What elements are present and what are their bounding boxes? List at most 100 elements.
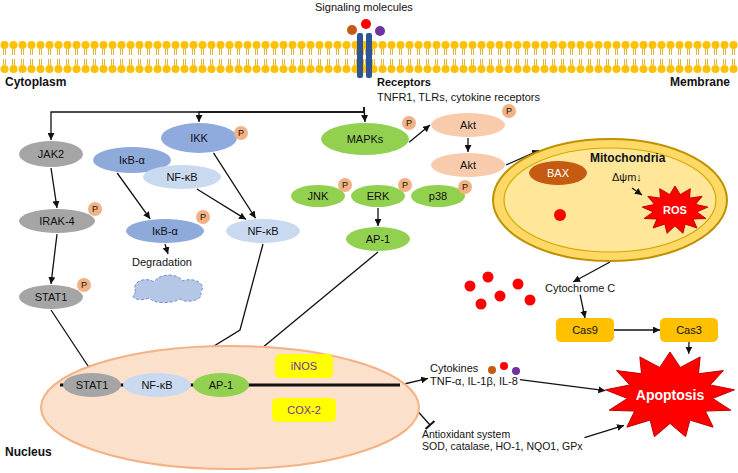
mitochondrion: MitochondriaBAXROS (492, 138, 728, 262)
ellipse-fill (193, 373, 249, 397)
cytochrome-dot (495, 291, 506, 302)
node-label: ROS (663, 204, 687, 217)
cloud-fill (133, 275, 202, 303)
protein-ellipse: Akt (430, 112, 506, 138)
node-label: Cas3 (676, 324, 702, 337)
node-label: TNFR1, TLRs, cytokine receptors (377, 91, 540, 104)
signal-molecule (375, 26, 385, 36)
phospho-callout: P (502, 104, 516, 118)
text-node: Antioxidant systemSOD, catalase, HO-1, N… (422, 428, 582, 452)
ellipse-fill (431, 113, 505, 137)
node-label: STAT1 (35, 291, 68, 304)
pathway-arrow (688, 342, 690, 354)
cytochrome-dot (476, 299, 487, 310)
ellipse-fill (351, 185, 405, 207)
pathway-arrow (377, 208, 378, 226)
receptor-bar (357, 33, 363, 78)
burst-star: ROS (642, 186, 708, 234)
cytochrome-dot (513, 279, 524, 290)
pathway-arrow (213, 153, 255, 218)
cytochrome-dot (483, 272, 494, 283)
inner-membrane (504, 148, 716, 252)
node-label: SOD, catalase, HO-1, NQO1, GPx (422, 440, 582, 452)
ellipse-fill (123, 373, 191, 397)
free-label: Cytoplasm (5, 76, 66, 90)
receptor: ReceptorsTNFR1, TLRs, cytokine receptors (355, 33, 565, 107)
protein-ellipse: AP-1 (192, 372, 250, 398)
phospho-callout: P (88, 202, 102, 216)
phospho-callout: P (458, 180, 472, 194)
cytochrome-dot (465, 281, 476, 292)
free-label: Signaling molecules (315, 1, 413, 14)
node-label: JAK2 (38, 148, 64, 161)
star-fill (606, 352, 735, 437)
phospho-callout: P (398, 178, 412, 192)
ellipse-fill (19, 209, 95, 233)
node-label: Cytokines (430, 362, 478, 375)
node-label: iNOS (291, 360, 317, 373)
phospho-callout: P (77, 278, 91, 292)
node-label: AP-1 (209, 379, 233, 392)
pathway-arrow (51, 310, 92, 372)
node-label: NF-κB (141, 379, 172, 392)
node-label: BAX (547, 167, 569, 180)
protein-ellipse: STAT1 (62, 372, 122, 398)
ellipse-fill (431, 153, 505, 177)
ellipse-fill (63, 373, 121, 397)
phospho-callout: P (234, 126, 248, 140)
node-label: MAPKs (347, 133, 384, 146)
free-label: Membrane (670, 76, 730, 90)
node-label: Akt (460, 159, 476, 172)
node-label: AP-1 (366, 233, 390, 246)
cytochrome-dot (554, 209, 566, 221)
enzyme-box: iNOS (275, 354, 333, 378)
cytokine-dot (500, 362, 508, 370)
protein-ellipse: JAK2 (18, 140, 84, 168)
receptor-bar (366, 33, 372, 78)
enzyme-box: Cas3 (660, 318, 718, 342)
pathway-arrow (51, 168, 57, 208)
node-label: Akt (460, 119, 476, 132)
node-label: TNF-α, IL-1β, IL-8 (430, 375, 518, 388)
ellipse-fill (321, 123, 409, 155)
ellipse-fill (493, 139, 727, 261)
pathway-arrow (573, 262, 610, 282)
cytokine-dot (488, 366, 496, 374)
protein-ellipse: MAPKs (320, 122, 410, 156)
pathway-arrow (364, 107, 365, 122)
node-label: IRAK-4 (39, 215, 74, 228)
node-label: IκB-α (119, 154, 145, 167)
node-label: JNK (308, 190, 329, 203)
protein-ellipse: AP-1 (345, 226, 411, 252)
ellipse-fill (19, 141, 83, 167)
node-label: Apoptosis (636, 387, 704, 403)
phospho-callout: P (402, 116, 416, 130)
leader-arrow (632, 188, 642, 195)
protein-ellipse: NF-κB (142, 164, 222, 190)
ellipse-fill (161, 123, 237, 153)
cytokine-dot (512, 367, 520, 375)
cytochrome-dot (525, 295, 536, 306)
ellipse-fill (19, 285, 83, 309)
node-label: NF-κB (166, 171, 197, 184)
star-fill (642, 186, 707, 233)
node-label: ERK (367, 190, 390, 203)
node-label: Degradation (132, 256, 192, 269)
protein-ellipse: IRAK-4 (18, 208, 96, 234)
ellipse-fill (143, 165, 221, 189)
ellipse-fill (529, 161, 587, 185)
node-label: Antioxidant system (422, 428, 510, 440)
ellipse-fill (411, 185, 465, 207)
protein-ellipse: IKK (160, 122, 238, 154)
text-node: Cytochrome C (545, 282, 615, 295)
ellipse-fill (41, 346, 419, 469)
protein-ellipse: NF-κB (122, 372, 192, 398)
pathway-arrow (580, 295, 585, 318)
phospho-callout: P (338, 178, 352, 192)
text-node: CytokinesTNF-α, IL-1β, IL-8 (430, 362, 518, 387)
pathway-arrow (520, 380, 605, 391)
node-heading: Nucleus (5, 446, 52, 460)
